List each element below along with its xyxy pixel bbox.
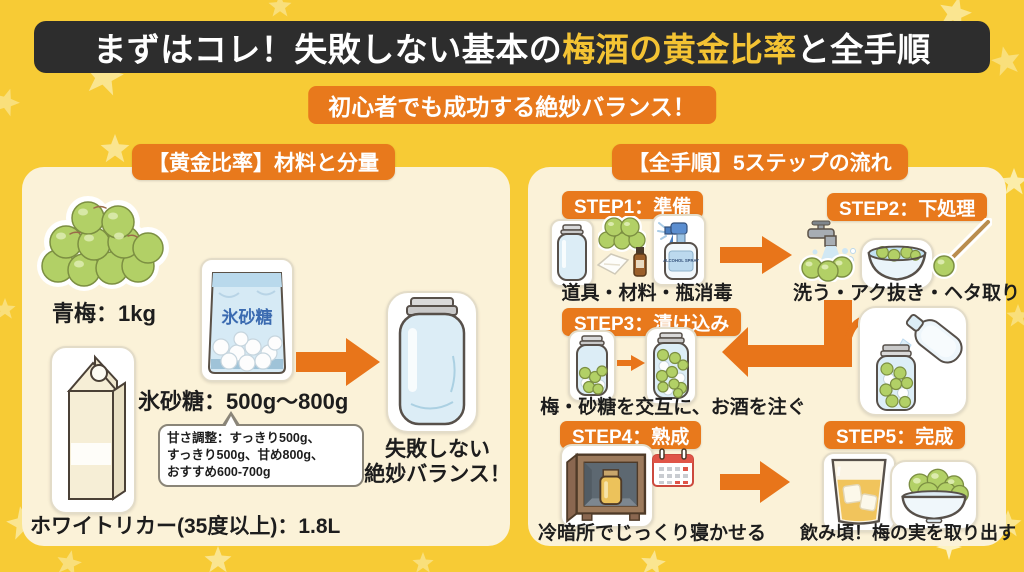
step5-badge: STEP5：完成 (824, 421, 966, 449)
note-line: おすすめ600-700g (167, 464, 271, 479)
step4-caption: 冷暗所でじっくり寝かせる (537, 523, 766, 544)
step2-caption: 洗う・アク抜き・ヘタ取り (793, 283, 1021, 304)
umeshu-glass-sticker (822, 452, 896, 532)
plum-bowl-sticker (890, 460, 978, 530)
plum-bowl-icon (901, 468, 969, 524)
subtitle-text: 初心者でも成功する絶妙バランス！ (328, 94, 696, 120)
title-highlight: 梅酒の黄金比率 (562, 31, 797, 68)
dark-cabinet-icon (566, 452, 647, 523)
white-liquor-carton-icon (66, 354, 126, 501)
star-icon (0, 84, 24, 119)
step5-badge-label: STEP5：完成 (836, 426, 954, 448)
rock-sugar-bag-sticker: 氷砂糖 (200, 258, 294, 382)
arrow-right-icon (720, 236, 792, 274)
arrow-right-icon (296, 338, 380, 386)
pouring-liquor-icon (876, 314, 963, 411)
small-jar-icon (557, 224, 587, 281)
star-icon (638, 548, 667, 572)
step2-badge-label: STEP2：下処理 (839, 198, 976, 220)
empty-jar-icon (398, 297, 466, 426)
rock-sugar-bag-icon: 氷砂糖 (207, 272, 287, 374)
white-liquor-carton-sticker (50, 346, 136, 514)
star-icon (268, 0, 292, 17)
calendar-icon (652, 448, 694, 487)
step4-badge-label: STEP4：熟成 (572, 426, 690, 448)
step3-jar-layered-sticker (568, 330, 616, 402)
jar-full-plums-icon (653, 332, 689, 399)
faucet-washing-plums-icon (799, 220, 856, 282)
star-icon (1006, 304, 1024, 327)
small-plums-icon (598, 216, 646, 252)
note-line: すっきり500g、甘め800g、 (167, 447, 324, 462)
spray-bottle-icon: ALCOHOL SPRAY (657, 222, 699, 280)
jar-with-plums-icon (576, 335, 608, 396)
step5-caption: 飲み頃！梅の実を取り出す (800, 523, 1016, 543)
green-plums-cluster-icon (37, 196, 169, 291)
cloth-icon (596, 253, 630, 275)
right-panel-header-label: 【全手順】5ステップの流れ (628, 152, 892, 175)
sugar-amount-label: 氷砂糖：500g〜800g (138, 389, 349, 414)
sweetness-note-bubble: 甘さ調整：すっきり500g、 すっきり500g、甘め800g、 おすすめ600-… (158, 424, 364, 487)
pouring-liquor-sticker (858, 306, 968, 416)
result-line: 失敗しない (385, 438, 490, 461)
step3-caption: 梅・砂糖を交互に、お酒を注ぐ (540, 397, 806, 418)
spray-bottle-sticker: ALCOHOL SPRAY (652, 214, 706, 286)
step1-caption: 道具・材料・瓶消毒 (561, 283, 733, 304)
left-panel-header: 【黄金比率】材料と分量 (132, 144, 395, 180)
liquor-amount-label: ホワイトリカー(35度以上)：1.8L (30, 515, 341, 538)
plums-amount-label: 青梅：1kg (52, 301, 156, 326)
spray-bottle-label: ALCOHOL SPRAY (663, 258, 699, 263)
title-banner: まずはコレ！失敗しない基本の梅酒の黄金比率と全手順 (34, 21, 990, 73)
step3-jar-full-sticker (645, 327, 697, 405)
soaking-bowl-icon (867, 245, 927, 281)
elbow-arrow-left-icon (722, 300, 852, 377)
right-panel-header: 【全手順】5ステップの流れ (612, 144, 908, 180)
star-icon (412, 552, 434, 572)
note-bubble-tail-fill (225, 416, 237, 427)
soaking-bowl-sticker (860, 238, 934, 290)
rock-sugar-bag-label: 氷砂糖 (222, 307, 273, 327)
umeshu-glass-icon (831, 458, 887, 525)
skewer-plum-icon (932, 218, 992, 279)
empty-jar-sticker (386, 291, 478, 433)
dark-cabinet-sticker (560, 444, 654, 528)
step1-jar-sticker (550, 219, 594, 287)
star-icon (0, 298, 16, 319)
note-line: 甘さ調整：すっきり500g、 (167, 431, 320, 445)
subtitle-banner: 初心者でも成功する絶妙バランス！ (308, 86, 716, 124)
step2-badge: STEP2：下処理 (827, 193, 988, 221)
small-arrow-right-icon (617, 355, 645, 371)
left-panel-header-label: 【黄金比率】材料と分量 (148, 152, 379, 175)
arrow-right-icon (720, 461, 790, 503)
step1-badge-label: STEP1：準備 (574, 196, 692, 218)
result-label: 失敗しない 絶妙バランス！ (360, 437, 515, 487)
star-icon (100, 134, 130, 163)
star-icon (204, 546, 232, 572)
title-prefix: まずはコレ！失敗しない基本の (93, 31, 563, 68)
small-bottle-icon (633, 247, 647, 277)
result-line: 絶妙バランス！ (364, 463, 511, 487)
star-icon (54, 548, 85, 572)
title-suffix: と全手順 (796, 31, 931, 68)
star-icon (988, 43, 1024, 79)
